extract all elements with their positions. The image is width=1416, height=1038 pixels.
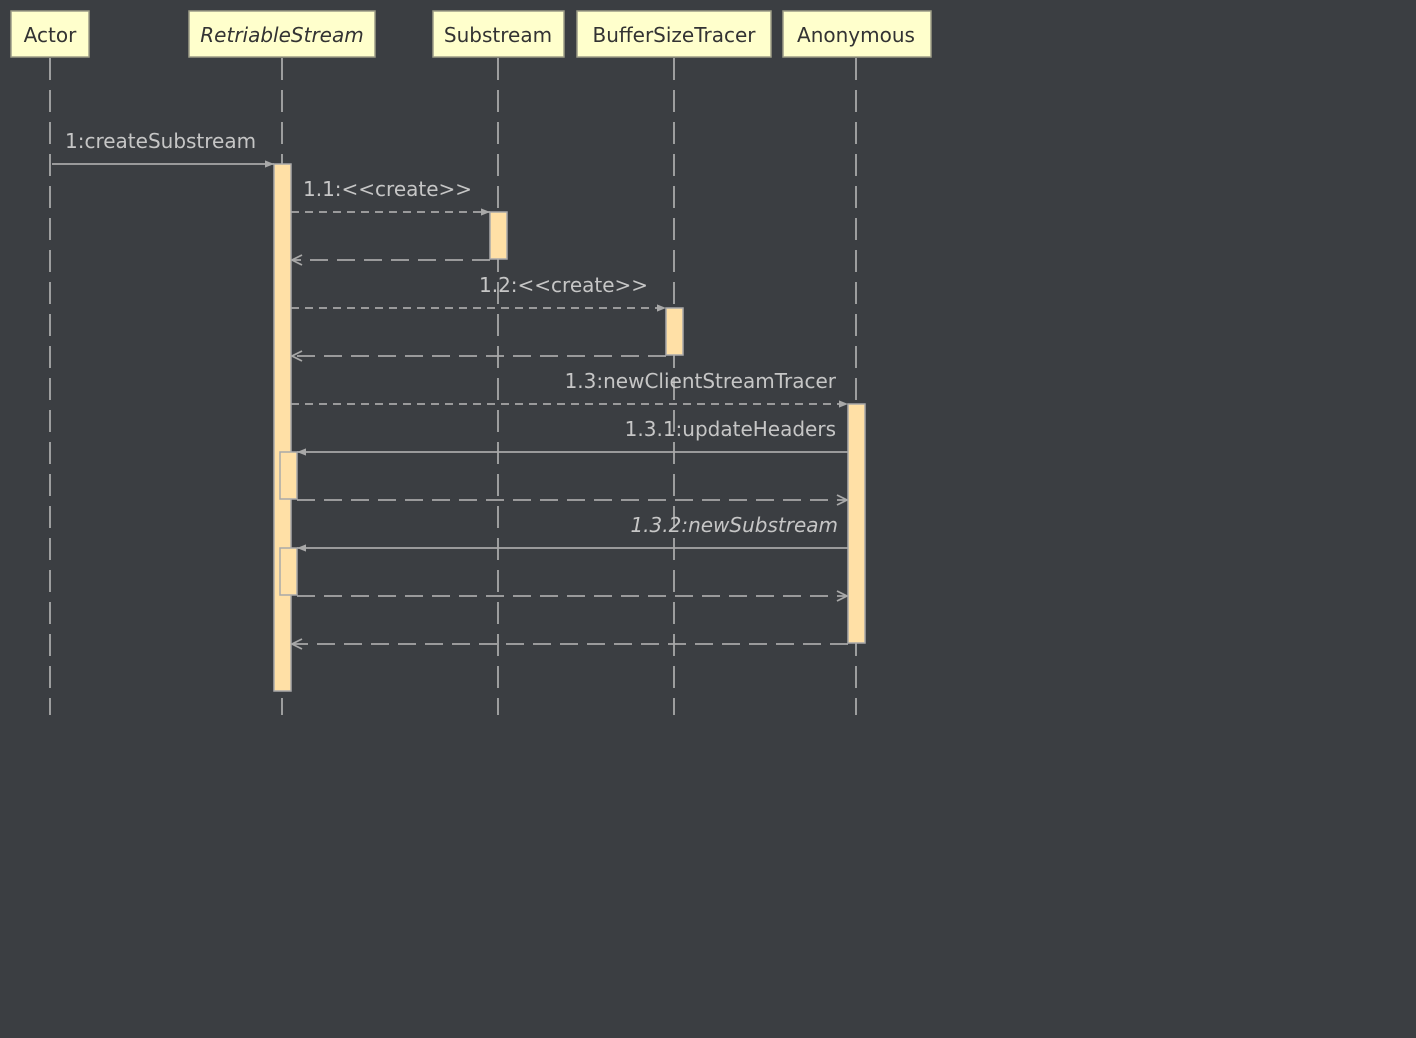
activation-buffer-size-tracer <box>665 307 684 356</box>
message-label: 1.1:<<create>> <box>303 177 472 201</box>
participant-box <box>782 10 932 58</box>
message-new-client-stream-tracer: 1.3:newClientStreamTracer <box>291 369 848 408</box>
participant-actor[interactable]: Actor <box>10 10 90 58</box>
activation-retriable-new-substream <box>279 547 298 596</box>
message-label: 1.3.2:newSubstream <box>630 513 838 537</box>
participant-substream[interactable]: Substream <box>432 10 565 58</box>
message-create-substream-instance: 1.1:<<create>> <box>291 177 490 216</box>
message-update-headers: 1.3.1:updateHeaders <box>297 417 848 456</box>
participant-label: Substream <box>444 23 552 47</box>
message-label: 1:createSubstream <box>65 129 256 153</box>
activation-retriable-update-headers <box>279 451 298 500</box>
participant-label: RetriableStream <box>200 23 363 47</box>
participant-buffer-size-tracer[interactable]: BufferSizeTracer <box>576 10 772 58</box>
participant-label: Anonymous <box>797 23 915 47</box>
participant-label: BufferSizeTracer <box>592 23 756 47</box>
participant-box <box>188 10 376 58</box>
participant-box <box>432 10 565 58</box>
message-label: 1.2:<<create>> <box>479 273 648 297</box>
participant-anonymous[interactable]: Anonymous <box>782 10 932 58</box>
message-label: 1.3:newClientStreamTracer <box>565 369 837 393</box>
activation-substream <box>489 211 508 260</box>
participant-retriable-stream[interactable]: RetriableStream <box>188 10 376 58</box>
participant-box <box>576 10 772 58</box>
activations <box>273 163 866 692</box>
message-create-substream: 1:createSubstream <box>52 129 274 168</box>
participant-box <box>10 10 90 58</box>
message-label: 1.3.1:updateHeaders <box>625 417 836 441</box>
participant-label: Actor <box>24 23 77 47</box>
message-create-buffer-size-tracer: 1.2:<<create>> <box>291 273 666 312</box>
message-new-substream: 1.3.2:newSubstream <box>297 513 848 552</box>
activation-anonymous <box>847 403 866 644</box>
activation-retriable-stream <box>273 163 292 692</box>
